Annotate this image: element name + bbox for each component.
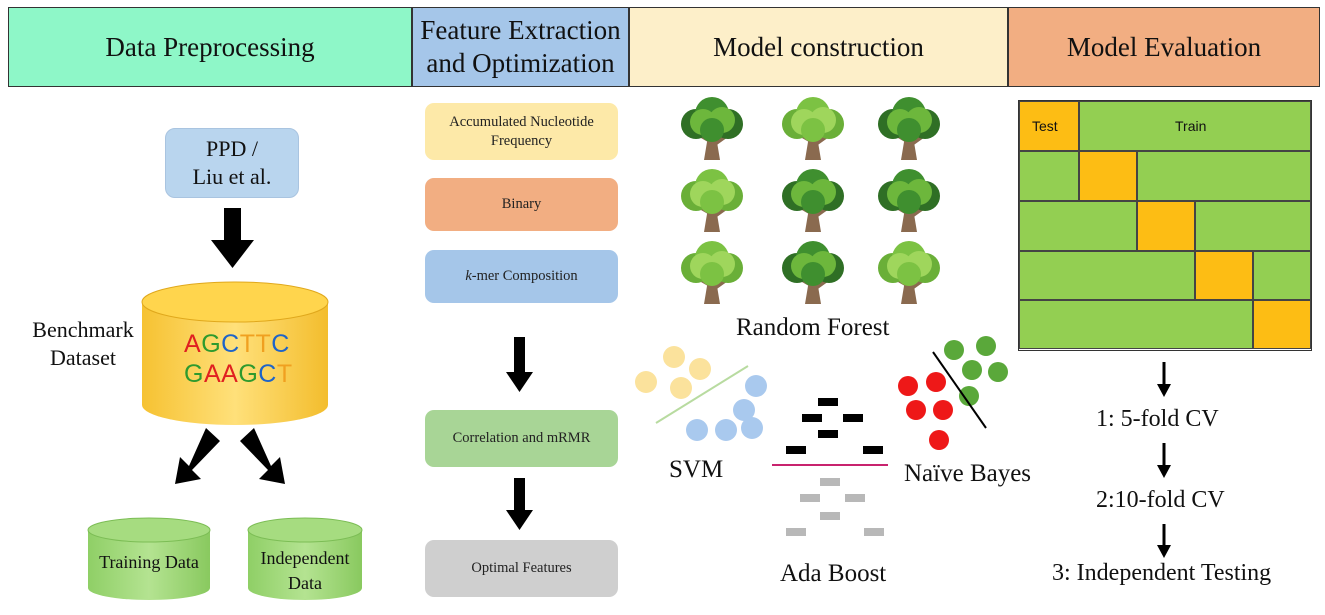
header-label: Model Evaluation bbox=[1066, 32, 1262, 62]
nucleotide: T bbox=[276, 360, 293, 388]
benchmark-line: Benchmark bbox=[32, 317, 134, 342]
test-fold-cell bbox=[1195, 251, 1253, 300]
train-fold-cell bbox=[1137, 151, 1311, 201]
independent-data-label: Independent Data bbox=[248, 546, 362, 596]
correlation-label: Correlation and mRMR bbox=[452, 430, 591, 446]
test-fold-cell: Test bbox=[1019, 101, 1079, 151]
data-source-line: PPD / bbox=[206, 136, 258, 161]
tree-icon bbox=[782, 169, 844, 232]
benchmark-database-icon bbox=[141, 281, 329, 425]
nucleotide: C bbox=[221, 330, 240, 358]
independent-line: Independent bbox=[260, 548, 350, 568]
train-fold-cell bbox=[1195, 201, 1311, 251]
tree-icon bbox=[782, 241, 844, 304]
tree-icon bbox=[878, 97, 940, 160]
header-line: Feature Extraction bbox=[420, 15, 621, 45]
arrow-down-icon bbox=[1157, 524, 1171, 558]
ada-boost-icon bbox=[772, 398, 888, 536]
header-feature-extraction: Feature Extraction and Optimization bbox=[412, 7, 629, 87]
nucleotide: A bbox=[221, 360, 239, 388]
test-fold-cell bbox=[1079, 151, 1137, 201]
tree-icon bbox=[782, 97, 844, 160]
arrow-down-left-icon bbox=[175, 428, 220, 484]
tree-icon bbox=[681, 97, 743, 160]
test-label: Test bbox=[1032, 118, 1058, 134]
training-data-label: Training Data bbox=[99, 552, 199, 572]
header-label: Feature Extraction and Optimization bbox=[420, 14, 620, 80]
sequence-row-1: AGCTTC bbox=[184, 330, 290, 359]
independent-data-icon bbox=[247, 517, 363, 600]
tree-icon bbox=[681, 241, 743, 304]
train-fold-cell bbox=[1253, 251, 1311, 300]
data-source-line: Liu et al. bbox=[192, 164, 272, 189]
naive-bayes-icon bbox=[898, 336, 1008, 450]
arrow-down-icon bbox=[506, 337, 533, 392]
kmer-k: k bbox=[465, 268, 472, 284]
test-fold-cell bbox=[1253, 300, 1311, 349]
header-label: Data Preprocessing bbox=[105, 31, 315, 62]
train-fold-cell bbox=[1019, 201, 1137, 251]
header-label: Model construction bbox=[713, 32, 924, 62]
cv-step-1: 1: 5-fold CV bbox=[1096, 406, 1219, 432]
sequence-row-2: GAAGCT bbox=[184, 360, 293, 389]
arrow-down-icon bbox=[211, 208, 254, 268]
optimal-features-label: Optimal Features bbox=[471, 560, 572, 576]
naive-bayes-label: Naïve Bayes bbox=[904, 460, 1032, 487]
independent-line: Data bbox=[288, 573, 322, 593]
nucleotide: C bbox=[271, 330, 290, 358]
cv-step-3: 3: Independent Testing bbox=[1052, 560, 1272, 586]
cv-fold-grid: Test Train bbox=[1018, 100, 1312, 351]
tree-icon bbox=[681, 169, 743, 232]
header-data-preprocessing: Data Preprocessing bbox=[8, 7, 412, 87]
svm-icon bbox=[635, 346, 767, 441]
feature-binary-label: Binary bbox=[501, 196, 542, 212]
header-model-evaluation: Model Evaluation bbox=[1008, 7, 1320, 87]
feature-kmer-label: k-mer Composition bbox=[465, 267, 577, 286]
tree-icon bbox=[878, 241, 940, 304]
correlation-mrmr-box: Correlation and mRMR bbox=[425, 410, 618, 467]
tree-icon bbox=[878, 169, 940, 232]
benchmark-line: Dataset bbox=[50, 345, 116, 370]
nucleotide: T bbox=[255, 330, 272, 358]
feature-line: Accumulated Nucleotide bbox=[449, 113, 594, 130]
arrow-down-icon bbox=[1157, 443, 1171, 478]
arrow-down-icon bbox=[1157, 362, 1171, 397]
train-fold-cell bbox=[1019, 300, 1253, 349]
nucleotide: A bbox=[203, 360, 222, 388]
train-label: Train bbox=[1175, 118, 1207, 134]
data-source-box: PPD / Liu et al. bbox=[165, 128, 299, 198]
arrow-down-right-icon bbox=[240, 428, 285, 484]
nucleotide: G bbox=[238, 360, 259, 388]
test-fold-cell bbox=[1137, 201, 1195, 251]
optimal-features-box: Optimal Features bbox=[425, 540, 618, 597]
arrow-down-icon bbox=[506, 478, 533, 530]
feature-kmer-box: k-mer Composition bbox=[425, 250, 618, 303]
header-model-construction: Model construction bbox=[629, 7, 1008, 87]
nucleotide: G bbox=[184, 360, 204, 388]
benchmark-dataset-label: Benchmark Dataset bbox=[18, 316, 148, 372]
nucleotide: C bbox=[258, 360, 277, 388]
nucleotide: A bbox=[184, 330, 202, 358]
kmer-rest: -mer Composition bbox=[471, 268, 578, 284]
feature-anf-label: Accumulated Nucleotide Frequency bbox=[449, 113, 594, 151]
train-fold-cell bbox=[1019, 151, 1079, 201]
train-fold-cell bbox=[1019, 251, 1195, 300]
ada-boost-label: Ada Boost bbox=[780, 560, 887, 587]
header-line: and Optimization bbox=[426, 48, 615, 78]
nucleotide: G bbox=[201, 330, 222, 358]
random-forest-label: Random Forest bbox=[736, 314, 890, 341]
feature-binary-box: Binary bbox=[425, 178, 618, 231]
cv-step-2: 2:10-fold CV bbox=[1096, 487, 1225, 513]
svm-label: SVM bbox=[669, 456, 724, 483]
train-fold-cell: Train bbox=[1079, 101, 1311, 151]
random-forest-trees bbox=[681, 97, 940, 304]
feature-anf-box: Accumulated Nucleotide Frequency bbox=[425, 103, 618, 160]
feature-line: Frequency bbox=[490, 132, 553, 149]
data-source-label: PPD / Liu et al. bbox=[193, 135, 272, 191]
training-data-icon bbox=[87, 517, 211, 600]
nucleotide: T bbox=[239, 330, 256, 358]
